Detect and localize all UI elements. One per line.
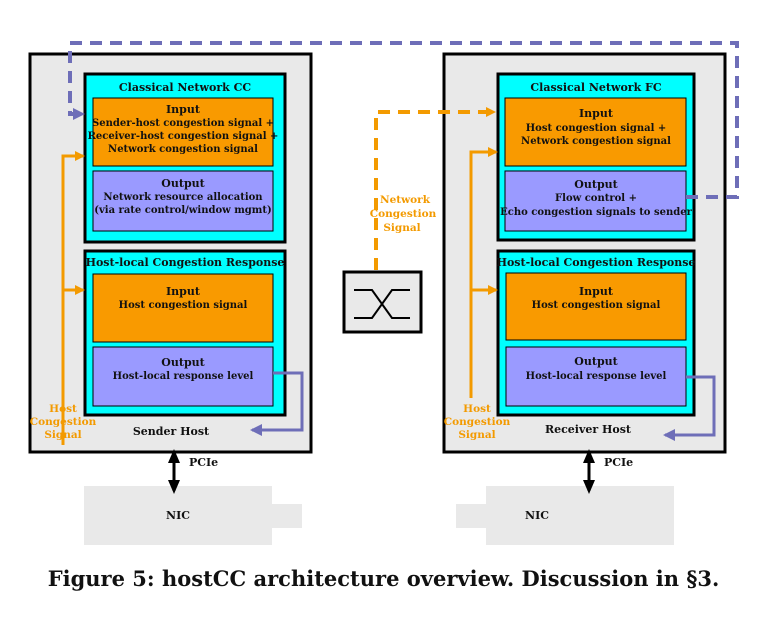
sender-nic: NIC [84,486,302,545]
module-title: Host-local Congestion Response [86,256,285,269]
network-signal-label: Congestion [370,208,437,220]
response-level-arrow [250,371,304,436]
nic-label: NIC [525,509,549,522]
host-congestion-signal-arrow [469,147,498,398]
output-line: Network resource allocation [103,192,263,203]
figure-caption: Figure 5: hostCC architecture overview. … [47,566,720,591]
echo-signal-arrow [68,41,739,199]
output-title: Output [161,177,205,190]
input-line: Host congestion signal + [526,123,667,134]
nic-label: NIC [166,509,190,522]
pcie-label: PCIe [189,456,218,469]
output-line: Echo congestion signals to sender [500,207,692,218]
input-line: Network congestion signal [521,136,671,147]
output-line: Host-local response level [113,371,254,382]
host-label: Receiver Host [545,423,632,436]
sender-host: Classical Network CC Input Sender-host c… [28,52,313,454]
output-line: Flow control + [555,193,637,204]
network-signal-label: Network [380,194,431,206]
receiver-fc-module: Classical Network FC Input Host congesti… [496,72,696,242]
receiver-nic: NIC [456,486,674,545]
module-title: Classical Network CC [119,81,251,94]
input-title: Input [579,285,614,298]
signal-label: Signal [44,429,81,441]
signal-label: Congestion [444,416,511,428]
output-line: Host-local response level [526,371,667,382]
sender-cc-module: Classical Network CC Input Sender-host c… [83,72,287,244]
input-line: Host congestion signal [119,300,248,311]
input-title: Input [166,103,201,116]
signal-label: Congestion [30,416,97,428]
signal-label: Signal [458,429,495,441]
receiver-host: Classical Network FC Input Host congesti… [442,52,727,454]
sender-hostlocal-module: Host-local Congestion Response Input Hos… [83,249,287,417]
output-title: Output [161,356,205,369]
receiver-hostlocal-module: Host-local Congestion Response Input Hos… [496,249,696,417]
output-line: (via rate control/window mgmt) [94,205,272,216]
host-label: Sender Host [133,425,210,438]
network-signal-label: Signal [383,222,420,234]
output-title: Output [574,355,618,368]
module-title: Classical Network FC [530,81,661,94]
input-line: Receiver-host congestion signal + [88,131,279,142]
host-congestion-signal-arrow [61,151,85,445]
network-switch [342,270,423,334]
input-title: Input [166,285,201,298]
input-title: Input [579,107,614,120]
signal-label: Host [463,403,491,415]
signal-label: Host [49,403,77,415]
pcie-label: PCIe [604,456,633,469]
input-line: Network congestion signal [108,144,258,155]
response-level-arrow [663,375,716,441]
input-line: Sender-host congestion signal + [92,118,274,129]
output-title: Output [574,178,618,191]
input-line: Host congestion signal [532,300,661,311]
module-title: Host-local Congestion Response [497,256,696,269]
